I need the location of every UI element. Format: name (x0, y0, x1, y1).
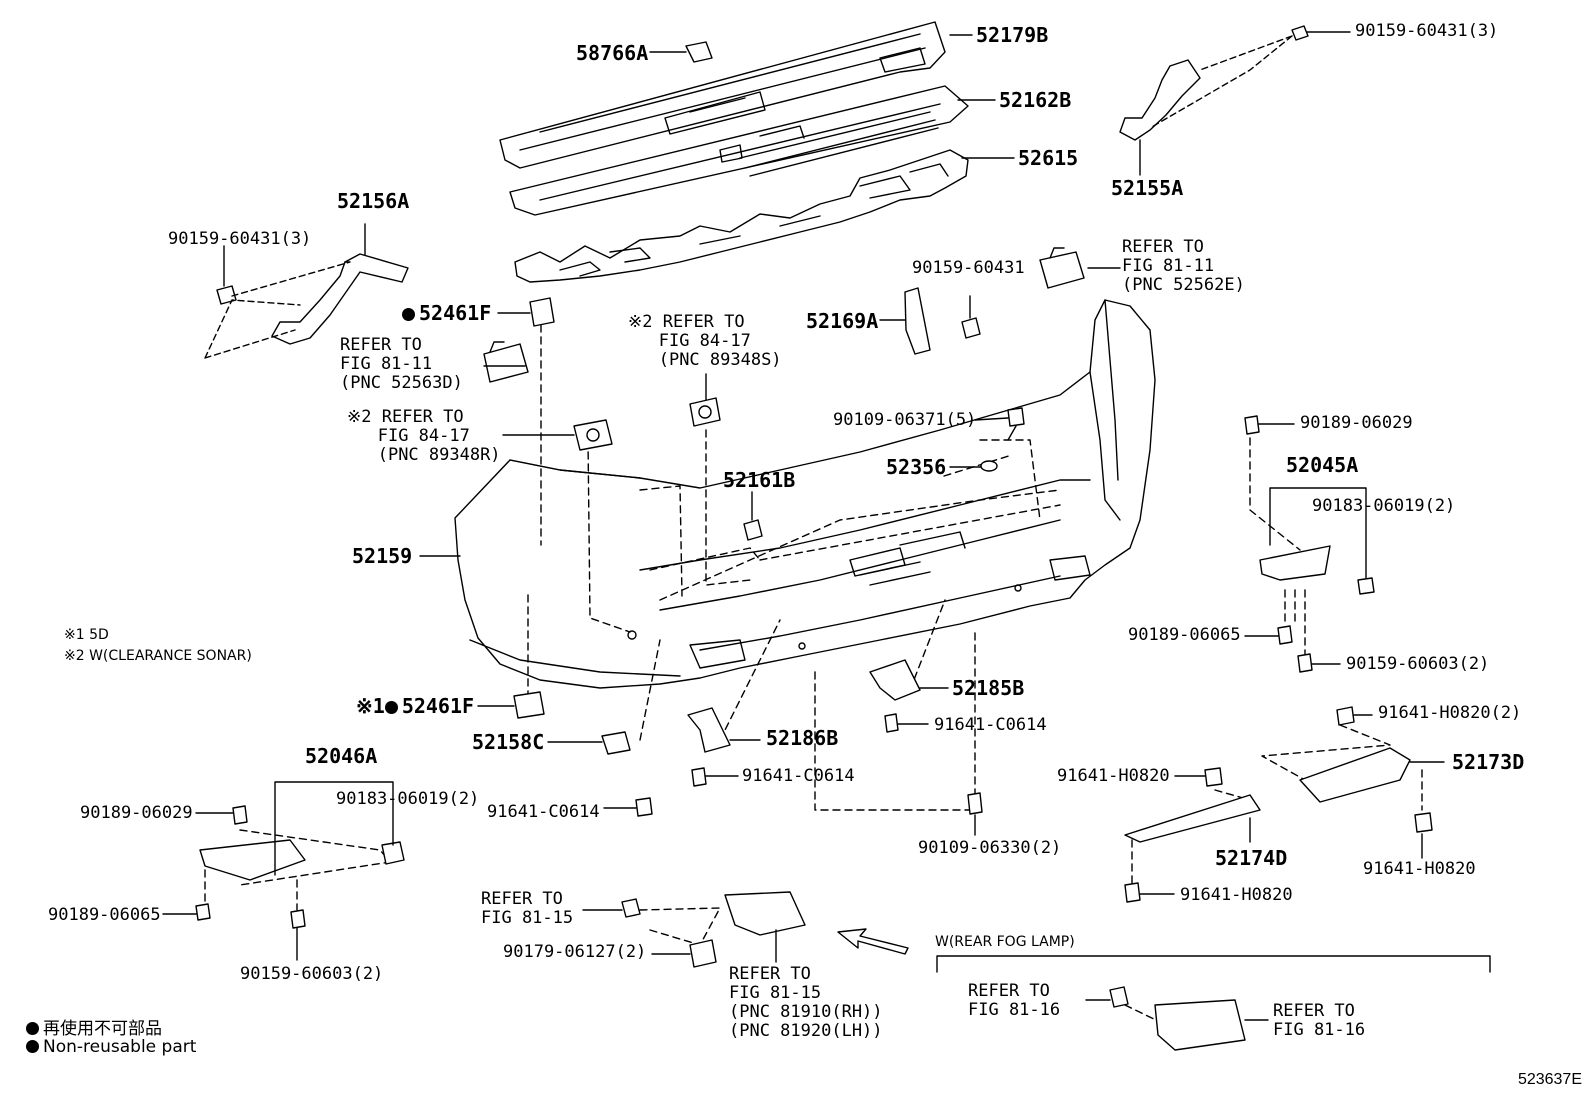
label-91641-C0614-a: 91641-C0614 (934, 715, 1047, 735)
label-52045A: 52045A (1286, 453, 1359, 477)
label-52185B: 52185B (952, 676, 1025, 700)
label-90159-60603-2-right: 90159-60603(2) (1346, 654, 1490, 674)
part-52159-bumper-shape (454, 299, 1156, 689)
label-90109-06371-5: 90109-06371(5) (833, 410, 977, 430)
note-1: ※1 5D (64, 627, 109, 643)
label-90159-60431-3-left: 90159-60431(3) (168, 229, 312, 249)
legend-en: Non-reusable part (26, 1037, 196, 1057)
label-91641-H0820-c: 91641-H0820 (1363, 859, 1476, 879)
label-90189-06029-left: 90189-06029 (80, 803, 193, 823)
note-rear-fog-lamp: W(REAR FOG LAMP) (935, 934, 1075, 950)
label-90183-06019-2-left: 90183-06019(2) (336, 789, 480, 809)
leader-lines-top (649, 34, 1015, 159)
part-52156A-shape (204, 223, 409, 359)
part-52155A-shape (1119, 25, 1351, 176)
label-90179-06127-2: 90179-06127(2) (503, 942, 647, 962)
part-52162B-shape (509, 85, 969, 216)
label-90159-60431: 90159-60431 (912, 258, 1025, 278)
part-58766A-shape (685, 41, 713, 63)
note-2: ※2 W(CLEARANCE SONAR) (64, 648, 252, 664)
part-52615-shape (514, 149, 969, 283)
label-52162B: 52162B (999, 88, 1072, 112)
label-52615: 52615 (1018, 146, 1079, 170)
ref-fig84-17-pnc89348s: ※2 REFER TO FIG 84-17 (PNC 89348S) (628, 312, 782, 370)
label-91641-H0820-a: 91641-H0820 (1057, 766, 1170, 786)
non-reusable-dot-icon (26, 1022, 39, 1035)
legend-jp: 再使用不可部品 (26, 1014, 162, 1039)
label-90159-60603-2-left: 90159-60603(2) (240, 964, 384, 984)
non-reusable-dot-icon (26, 1040, 39, 1053)
label-52155A: 52155A (1111, 176, 1184, 200)
label-90183-06019-2-right: 90183-06019(2) (1312, 496, 1456, 516)
label-52461F-top: 52461F (402, 302, 491, 324)
label-90189-06065-right: 90189-06065 (1128, 625, 1241, 645)
label-52046A: 52046A (305, 744, 378, 768)
label-52158C: 52158C (472, 730, 545, 754)
label-52179B: 52179B (976, 23, 1049, 47)
label-90159-60431-3-right: 90159-60431(3) (1355, 21, 1499, 41)
label-91641-H0820-2: 91641-H0820(2) (1378, 703, 1522, 723)
direction-arrow (837, 928, 909, 955)
label-91641-C0614-b: 91641-C0614 (742, 766, 855, 786)
leader-lines (162, 267, 1445, 1021)
label-90189-06029-right: 90189-06029 (1300, 413, 1413, 433)
label-90109-06330-2: 90109-06330(2) (918, 838, 1062, 858)
label-91641-C0614-c: 91641-C0614 (487, 802, 600, 822)
ref-fig84-17-pnc89348r: ※2 REFER TO FIG 84-17 (PNC 89348R) (347, 407, 501, 465)
label-52186B: 52186B (766, 726, 839, 750)
label-52356: 52356 (886, 455, 947, 479)
label-52156A: 52156A (337, 189, 410, 213)
label-52169A: 52169A (806, 309, 879, 333)
label-52159: 52159 (352, 544, 413, 568)
fasteners (195, 247, 1433, 1051)
label-90189-06065-left: 90189-06065 (48, 905, 161, 925)
label-52161B: 52161B (723, 468, 796, 492)
label-58766A: 58766A (576, 41, 649, 65)
diagram-code: 523637E (1517, 1071, 1582, 1088)
label-52174D: 52174D (1215, 846, 1288, 870)
rear-fog-lamp-bracket (936, 955, 1491, 973)
label-91641-H0820-b: 91641-H0820 (1180, 885, 1293, 905)
part-52179B-shape (499, 21, 946, 169)
non-reusable-dot-icon (384, 701, 398, 714)
non-reusable-dot-icon (402, 308, 415, 321)
label-52173D: 52173D (1452, 750, 1525, 774)
